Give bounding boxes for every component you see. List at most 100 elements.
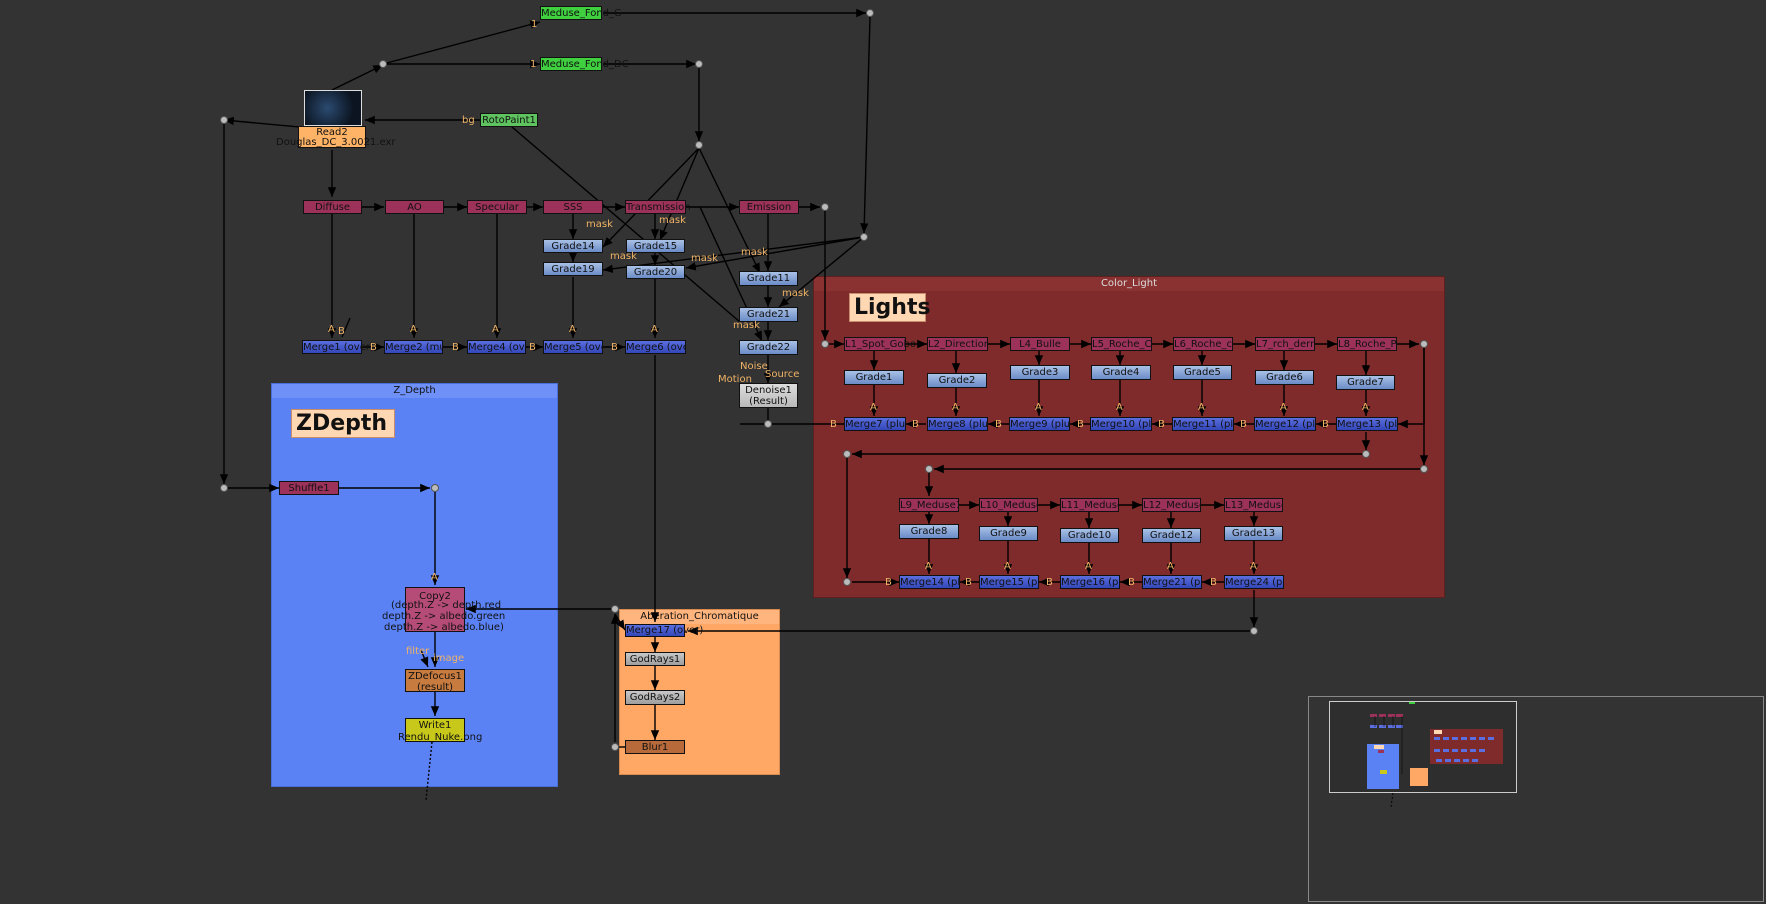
node-merge13[interactable]: Merge13 (plus) — [1336, 417, 1398, 431]
node-merge2[interactable]: Merge2 (multiply) — [384, 340, 443, 354]
node-grade8[interactable]: Grade8 — [899, 524, 959, 539]
node-emission[interactable]: Emission — [739, 200, 799, 214]
node-label: Read2 — [316, 127, 348, 138]
node-merge8[interactable]: Merge8 (plus) — [927, 417, 988, 431]
node-meduse-fond-dc[interactable]: Meduse_Fond_DC — [540, 57, 629, 71]
node-grade20[interactable]: Grade20 — [626, 265, 685, 279]
node-grade22[interactable]: Grade22 — [739, 340, 798, 355]
node-grade6[interactable]: Grade6 — [1255, 370, 1314, 385]
node-l1-spot-gobo[interactable]: L1_Spot_Gobo — [844, 337, 916, 351]
node-meduse-fond-g[interactable]: Meduse_Fond_G — [540, 6, 622, 20]
node-diffuse[interactable]: Diffuse — [303, 200, 362, 214]
dot-aberration-top[interactable] — [611, 605, 619, 613]
node-label: L5_Roche_Cote_Droit — [1092, 339, 1152, 350]
node-blur1[interactable]: Blur1 — [625, 740, 685, 754]
node-merge21[interactable]: Merge21 (plus) — [1142, 575, 1202, 589]
node-grade12[interactable]: Grade12 — [1142, 528, 1201, 543]
node-merge17[interactable]: Merge17 (over) — [625, 624, 703, 637]
node-merge11[interactable]: Merge11 (plus) — [1172, 417, 1234, 431]
node-zdefocus1[interactable]: ZDefocus1 (result) — [405, 669, 465, 693]
node-merge4[interactable]: Merge4 (over) — [467, 340, 526, 354]
node-label: Merge5 (over) — [544, 342, 602, 353]
dot-mask-upper[interactable] — [695, 141, 703, 149]
node-label: Grade12 — [1149, 530, 1194, 541]
node-grade21[interactable]: Grade21 — [739, 307, 798, 322]
node-l13-meduse-fond[interactable]: L13_Meduse_Fond — [1224, 498, 1283, 512]
node-merge9[interactable]: Merge9 (plus) — [1009, 417, 1070, 431]
node-merge14[interactable]: Merge14 (plus) — [899, 575, 960, 589]
node-specular[interactable]: Specular — [467, 200, 527, 214]
node-grade2[interactable]: Grade2 — [927, 373, 987, 388]
dot-mask-right[interactable] — [860, 233, 868, 241]
node-merge6[interactable]: Merge6 (over) — [625, 340, 686, 354]
node-godrays2[interactable]: GodRays2 — [625, 690, 685, 705]
node-grade11[interactable]: Grade11 — [739, 271, 798, 286]
dot-meduse-in[interactable] — [925, 465, 933, 473]
dot-meduse-dc[interactable] — [695, 60, 703, 68]
node-l2-directionnel[interactable]: L2_Directionnel — [927, 337, 988, 351]
node-copy2[interactable]: Copy2 — [405, 587, 465, 632]
node-grade10[interactable]: Grade10 — [1060, 528, 1119, 543]
node-sss[interactable]: SSS — [543, 200, 603, 214]
node-grade14[interactable]: Grade14 — [543, 239, 603, 253]
node-read2[interactable]: Read2 — [298, 126, 366, 148]
node-grade1[interactable]: Grade1 — [844, 370, 904, 385]
node-write1[interactable]: Write1 — [405, 718, 465, 742]
dot-left-top[interactable] — [220, 116, 228, 124]
node-l7-rch-derriere[interactable]: L7_rch_derriere — [1255, 337, 1315, 351]
pin-label: A — [952, 402, 959, 413]
dot-lights-right[interactable] — [1420, 340, 1428, 348]
node-grade4[interactable]: Grade4 — [1091, 365, 1151, 380]
dot-read-up[interactable] — [379, 60, 387, 68]
node-denoise1[interactable]: Denoise1 (Result) — [739, 383, 798, 408]
dot-top-right[interactable] — [866, 9, 874, 17]
node-rotopaint1[interactable]: RotoPaint1 — [480, 113, 538, 127]
dot-merge13-out[interactable] — [1362, 450, 1370, 458]
minimap-viewport[interactable] — [1329, 701, 1517, 793]
dot-left-bottom[interactable] — [843, 578, 851, 586]
node-merge5[interactable]: Merge5 (over) — [543, 340, 603, 354]
dot-left-mid[interactable] — [843, 450, 851, 458]
node-merge1[interactable]: Merge1 (over) — [302, 340, 374, 354]
sticky-zdepth[interactable]: ZDepth — [291, 409, 395, 438]
node-godrays1[interactable]: GodRays1 — [625, 652, 685, 666]
dot-emission-out[interactable] — [821, 203, 829, 211]
node-ao[interactable]: AO — [385, 200, 444, 214]
node-l9-meduse1[interactable]: L9_Meduse1_Cote — [899, 498, 959, 512]
node-shuffle1[interactable]: Shuffle1 — [279, 481, 339, 495]
sticky-lights[interactable]: Lights — [849, 293, 931, 322]
node-l10-meduse-g-bas[interactable]: L10_Meduse_G_Bas — [979, 498, 1038, 512]
node-grade15[interactable]: Grade15 — [626, 239, 685, 253]
node-grade5[interactable]: Grade5 — [1173, 365, 1232, 380]
node-l11-meduse-avant[interactable]: L11_Meduse_Avant — [1060, 498, 1119, 512]
node-merge12[interactable]: Merge12 (plus) — [1254, 417, 1316, 431]
node-merge16[interactable]: Merge16 (plus) — [1060, 575, 1120, 589]
node-l6-roche-cote-gauche[interactable]: L6_Roche_cote_Gauche — [1173, 337, 1233, 351]
dot-shuffle1-out[interactable] — [431, 484, 439, 492]
node-grade9[interactable]: Grade9 — [979, 526, 1038, 541]
dot-merge24-out[interactable] — [1250, 627, 1258, 635]
node-merge24[interactable]: Merge24 (plus) — [1224, 575, 1284, 589]
node-merge15[interactable]: Merge15 (plus) — [979, 575, 1039, 589]
copy2-line-2: depth.Z -> albedo.green — [382, 611, 506, 622]
dot-shuffle1-in[interactable] — [220, 484, 228, 492]
node-l4-bulle[interactable]: L4_Bulle — [1010, 337, 1070, 351]
node-merge10[interactable]: Merge10 (plus) — [1090, 417, 1152, 431]
node-l5-roche-cote-droit[interactable]: L5_Roche_Cote_Droit — [1091, 337, 1152, 351]
dot-aberration-bottom[interactable] — [611, 743, 619, 751]
backdrop-color-light[interactable]: Color_Light Lights — [813, 276, 1445, 598]
node-grade7[interactable]: Grade7 — [1336, 375, 1395, 390]
node-merge7[interactable]: Merge7 (plus) — [844, 417, 906, 431]
node-l12-meduse-avant2[interactable]: L12_Meduse_Avant2 — [1142, 498, 1201, 512]
node-grade13[interactable]: Grade13 — [1224, 526, 1283, 541]
pin-label: B — [338, 326, 345, 337]
dot-right-mid[interactable] — [1420, 465, 1428, 473]
minimap[interactable] — [1308, 696, 1764, 902]
node-grade19[interactable]: Grade19 — [543, 262, 603, 276]
dot-denoise-out[interactable] — [764, 420, 772, 428]
dot-lights-in[interactable] — [821, 340, 829, 348]
node-transmission[interactable]: Transmission — [625, 200, 691, 214]
node-grade3[interactable]: Grade3 — [1010, 365, 1070, 380]
node-l8-roche-prp[interactable]: L8_Roche_Prp — [1337, 337, 1397, 351]
